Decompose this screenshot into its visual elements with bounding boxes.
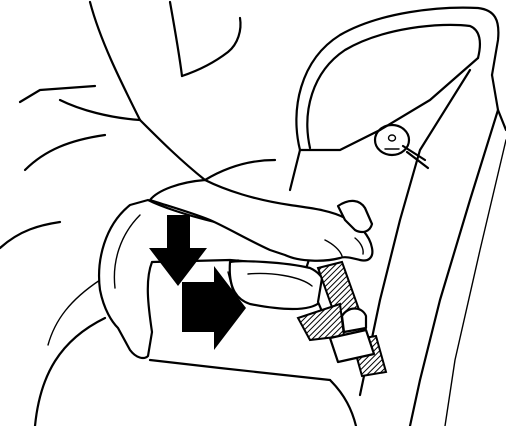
seat-anchor xyxy=(375,125,428,168)
